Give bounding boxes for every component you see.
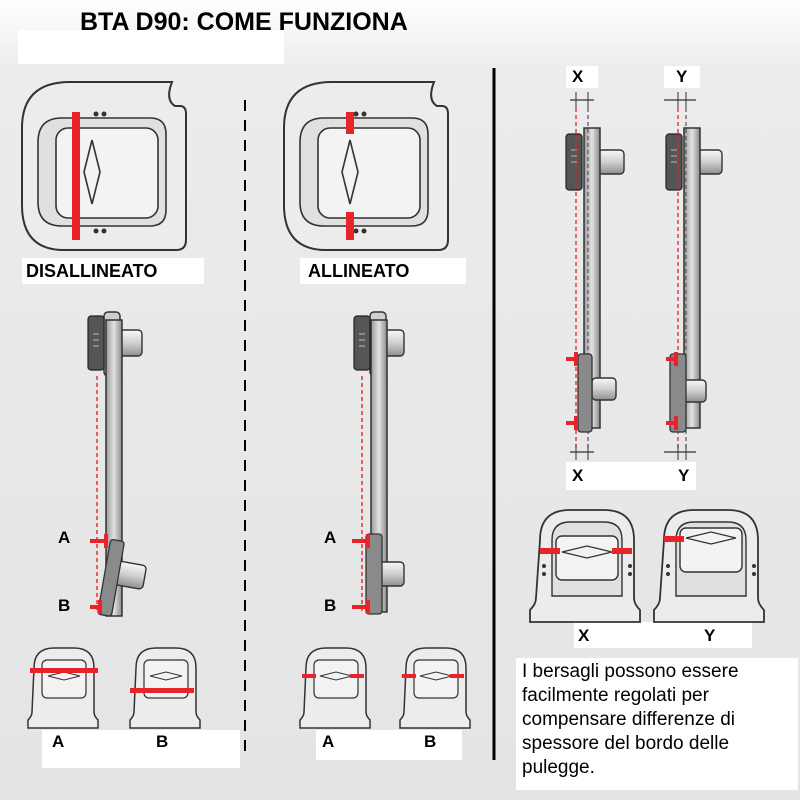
label-tab-aligned <box>300 258 466 284</box>
view-label-a-aligned: A <box>322 732 335 751</box>
label-tab-view-ab-left <box>42 730 240 768</box>
view-label-a-misaligned: A <box>52 732 65 751</box>
target-small-aligned-b <box>399 647 471 729</box>
view-label-x: X <box>578 626 590 645</box>
target-small-misaligned-b <box>129 647 201 729</box>
side-view-y <box>664 92 723 460</box>
label-aligned: ALLINEATO <box>308 261 410 281</box>
label-tab-view-x <box>574 622 752 648</box>
target-medium-y <box>653 509 765 623</box>
label-y-top: Y <box>676 67 688 86</box>
label-misaligned: DISALLINEATO <box>26 261 158 281</box>
target-medium-x <box>529 509 641 623</box>
label-x-bottom: X <box>572 466 584 485</box>
side-view-aligned <box>352 311 405 615</box>
label-x-top: X <box>572 67 584 86</box>
label-tab-y-top <box>664 66 700 88</box>
page-title: BTA D90: COME FUNZIONA <box>80 8 408 36</box>
title-tab <box>18 30 284 64</box>
label-tab-misaligned <box>22 258 204 284</box>
view-label-b-misaligned: B <box>156 732 169 751</box>
label-y-bottom: Y <box>678 466 690 485</box>
label-tab-x-bottom <box>566 462 696 490</box>
label-tab-view-ab-right <box>316 730 462 760</box>
target-large-misaligned <box>21 81 187 251</box>
note-text: I bersagli possono essere facilmente reg… <box>522 661 739 778</box>
note-tab <box>516 658 798 790</box>
target-small-aligned-a <box>299 647 371 729</box>
view-label-y: Y <box>704 626 716 645</box>
view-label-b-aligned: B <box>424 732 437 751</box>
target-small-misaligned-a <box>27 647 99 729</box>
marker-b-aligned: B <box>324 596 337 615</box>
side-view-x <box>565 92 625 460</box>
marker-a-misaligned: A <box>58 528 71 547</box>
marker-a-aligned: A <box>324 528 337 547</box>
target-large-aligned <box>283 81 449 251</box>
label-tab-x-top <box>566 66 598 88</box>
side-view-misaligned <box>87 311 147 617</box>
marker-b-misaligned: B <box>58 596 71 615</box>
